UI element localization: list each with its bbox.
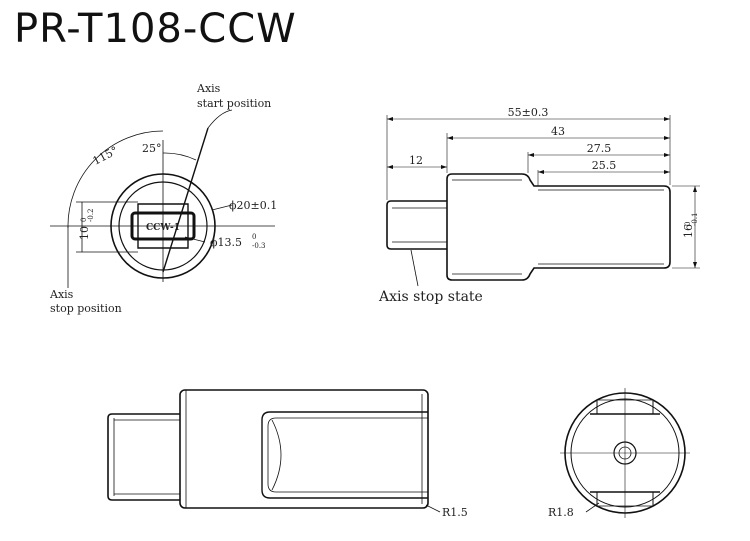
end-center-hole-inner: [618, 446, 632, 460]
axis-stop-label-line2: stop position: [50, 302, 122, 315]
axis-stop-state-caption: Axis stop state: [378, 289, 483, 305]
r15-label: R1.5: [442, 506, 468, 519]
axis-start-label-line2: start position: [197, 97, 271, 110]
axis-start-line: [162, 127, 209, 273]
angle-115-arc: [67, 130, 164, 229]
end-view-labels: R1.8: [548, 506, 574, 519]
shaft-flat-section: [137, 203, 189, 249]
dim-dia20-label: ϕ20±0.1: [229, 199, 277, 212]
axis-stop-label-line1: Axis: [49, 288, 74, 301]
angle-25-label: 25°: [142, 142, 162, 155]
flat-cutout-inner: [267, 417, 428, 493]
ccw-marking: CCW-1: [146, 223, 180, 233]
r18-label: R1.8: [548, 506, 574, 519]
end-center-hole: [613, 441, 637, 465]
dim-16-label: 16: [682, 224, 695, 238]
dim-dia13-tol-lower: -0.3: [252, 242, 266, 250]
dim-16-tol-lower: -0.1: [691, 213, 699, 227]
axis-start-label-line1: Axis: [196, 82, 221, 95]
dim-10-label: 10: [78, 226, 91, 240]
axis-start-leader: [207, 109, 233, 129]
side-view-labels: 55±0.3 43 27.5 25.5 12 16 0 -0.1 Axis st…: [378, 106, 699, 305]
end-flat-caps: [597, 399, 653, 507]
flat-cutout: [261, 411, 428, 499]
end-view: [560, 388, 690, 518]
angle-25-arc: [162, 152, 197, 161]
bottom-shaft-stub: [107, 413, 180, 501]
dim-55-label: 55±0.3: [508, 106, 549, 119]
dim-dia13-label: ϕ13.5: [210, 236, 242, 249]
dim-10-tol-upper: 0: [80, 218, 88, 222]
end-flat-edges: [596, 400, 654, 506]
dia20-leader: [211, 204, 233, 211]
r15-leader: [425, 504, 441, 513]
bottom-side-labels: R1.5: [442, 506, 468, 519]
dim-dia13-tol-upper: 0: [252, 233, 256, 241]
bottom-side-view: [107, 389, 441, 513]
end-flats: [590, 413, 660, 493]
marking-slot: [130, 211, 196, 241]
dim-27-5-label: 27.5: [587, 142, 612, 155]
angle-115-label: 115°: [91, 144, 121, 168]
shaft-stub: [386, 200, 447, 250]
page-title: PR-T108-CCW: [14, 6, 297, 52]
caption-leader: [410, 249, 419, 287]
dia13-leader: [184, 236, 206, 243]
side-view: [386, 115, 700, 287]
dim-12-label: 12: [409, 154, 423, 167]
front-view: CCW-1: [50, 109, 275, 288]
r18-leader: [585, 502, 600, 513]
outer-circle: [110, 173, 216, 279]
dim-25-5-label: 25.5: [592, 159, 617, 172]
dim-10-tol-lower: -0.2: [87, 209, 95, 223]
dim-43-label: 43: [551, 125, 565, 138]
cylinder-body: [446, 173, 671, 281]
dim-16-tol-upper: 0: [684, 222, 692, 226]
bottom-body: [179, 389, 429, 509]
dimension-arrows: [387, 117, 697, 268]
flat-curve: [271, 419, 282, 491]
front-view-labels: Axis start position Axis stop position 1…: [49, 82, 277, 315]
